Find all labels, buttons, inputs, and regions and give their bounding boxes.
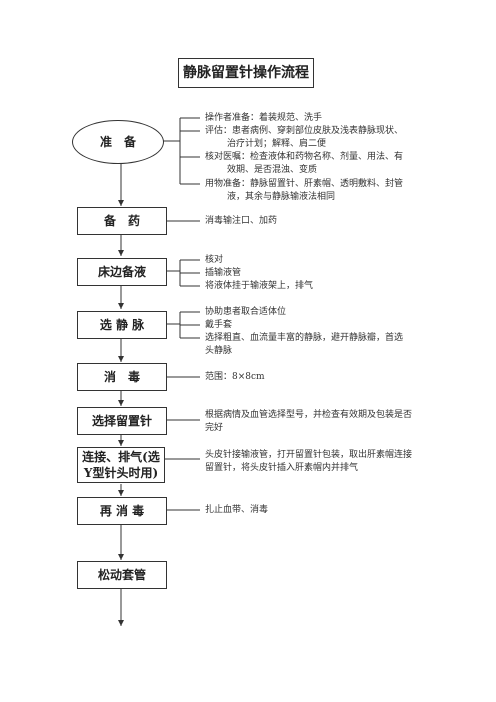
note-disinfect: 范围：8×8cm [205,372,265,382]
step-drug: 备 药 [77,207,167,235]
note-connect-2: 留置针，将头皮针插入肝素帽内并排气 [205,463,359,473]
step-connect-line1: 连接、排气(选 [82,450,160,464]
note-vein-3: 选择粗直、血流量丰富的静脉，避开静脉瓣，首选 [205,333,404,343]
note-prepare-verify: 核对医嘱：检查液体和药物名称、剂量、用法、有 [205,152,404,162]
step-connect: 连接、排气(选 Y型针头时用) [77,447,165,483]
note-needle-2: 完好 [205,423,224,433]
note-redisinfect: 扎止血带、消毒 [205,505,269,515]
note-prepare-operator: 操作者准备：着装规范、洗手 [205,113,323,123]
step-needle: 选择留置针 [77,407,167,435]
step-vein: 选 静 脉 [77,311,167,339]
note-vein-4: 头静脉 [205,346,233,356]
flowchart-title: 静脉留置针操作流程 [178,58,314,88]
note-vein-1: 协助患者取合适体位 [205,307,287,317]
step-bedside: 床边备液 [77,258,167,286]
step-connect-line2: Y型针头时用) [83,466,159,480]
note-prepare-assess: 评估：患者病例、穿刺部位皮肤及浅表静脉现状、 [205,126,404,136]
note-prepare-supplies: 用物准备：静脉留置针、肝素帽、透明敷料、封管 [205,179,404,189]
note-prepare-supplies-cont: 液，其余与静脉输液法相同 [227,192,336,202]
note-prepare-verify-cont: 效期、是否混浊、变质 [227,165,318,175]
step-redisinfect: 再 消 毒 [77,497,167,525]
step-disinfect: 消 毒 [77,363,167,391]
note-bedside-2: 插输液管 [205,268,242,278]
note-drug: 消毒输注口、加药 [205,216,278,226]
step-loosen: 松动套管 [77,561,167,589]
note-bedside-1: 核对 [205,255,224,265]
note-connect-1: 头皮针接输液管，打开留置针包装，取出肝素帽连接 [205,450,413,460]
note-bedside-3: 将液体挂于输液架上，排气 [205,281,314,291]
step-prepare: 准 备 [72,120,164,164]
note-prepare-assess-cont: 治疗计划；解释、肩二便 [227,139,327,149]
note-needle-1: 根据病情及血管选择型号，并检查有效期及包装是否 [205,410,413,420]
note-vein-2: 戴手套 [205,320,233,330]
